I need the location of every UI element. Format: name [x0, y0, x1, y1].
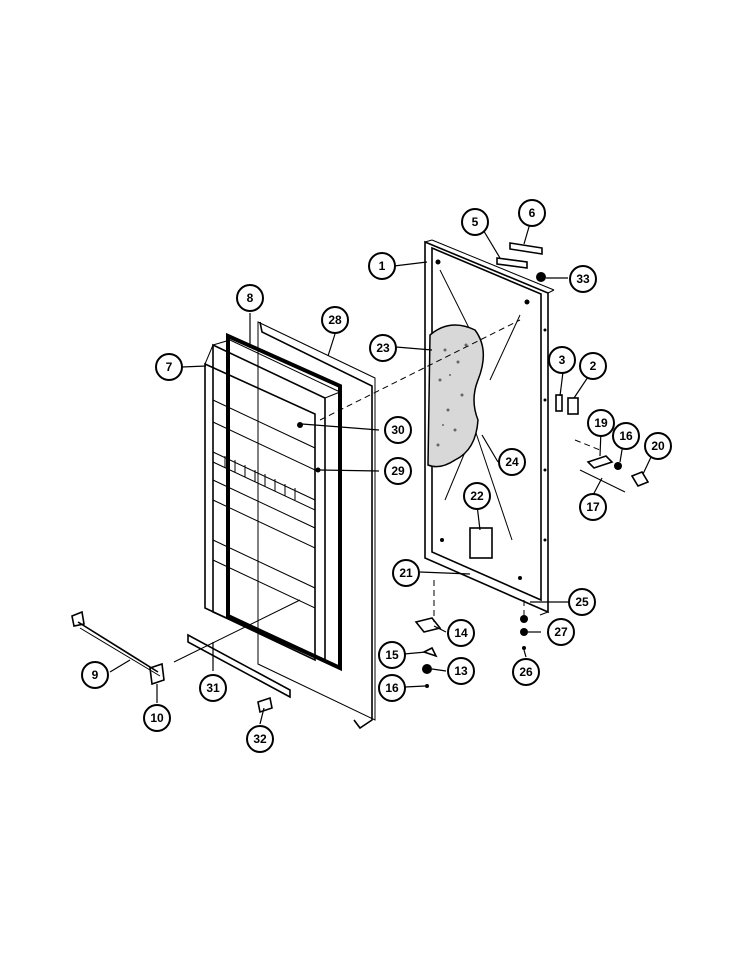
svg-text:14: 14 [454, 626, 468, 640]
svg-text:31: 31 [206, 681, 220, 695]
svg-text:24: 24 [505, 455, 519, 469]
alignment-line [319, 319, 521, 421]
part-22 [469, 527, 493, 559]
svg-text:22: 22 [470, 489, 484, 503]
svg-text:16: 16 [385, 681, 399, 695]
svg-text:19: 19 [594, 416, 608, 430]
svg-text:17: 17 [586, 500, 600, 514]
svg-text:16: 16 [619, 429, 633, 443]
svg-text:33: 33 [576, 272, 590, 286]
bottom-hinge-parts [414, 580, 528, 688]
callout-16-hinge: 16 [612, 422, 640, 450]
bottom-trim [173, 599, 301, 714]
callout-19: 19 [587, 409, 615, 437]
svg-text:2: 2 [590, 359, 597, 373]
callout-24: 24 [498, 448, 526, 476]
svg-text:1: 1 [379, 259, 386, 273]
svg-text:29: 29 [391, 464, 405, 478]
callout-30: 30 [384, 416, 412, 444]
callout-14: 14 [447, 619, 475, 647]
svg-text:20: 20 [651, 439, 665, 453]
svg-text:6: 6 [529, 206, 536, 220]
svg-text:28: 28 [328, 313, 342, 327]
callout-31: 31 [199, 674, 227, 702]
callout-6: 6 [518, 199, 546, 227]
svg-text:26: 26 [519, 665, 533, 679]
callout-20: 20 [644, 432, 672, 460]
svg-text:23: 23 [376, 341, 390, 355]
svg-text:27: 27 [554, 625, 568, 639]
svg-text:25: 25 [575, 595, 589, 609]
insulation-block [427, 324, 484, 468]
callout-22: 22 [463, 482, 491, 510]
callout-2: 2 [579, 352, 607, 380]
callout-8: 8 [236, 284, 264, 312]
callout-26: 26 [512, 658, 540, 686]
callout-3: 3 [548, 346, 576, 374]
svg-text:32: 32 [253, 732, 267, 746]
callout-7: 7 [155, 353, 183, 381]
callout-17: 17 [579, 493, 607, 521]
plug-33 [536, 272, 546, 282]
callout-21: 21 [392, 559, 420, 587]
callout-16-bottom: 16 [378, 674, 406, 702]
part-3 [555, 394, 563, 412]
callout-15: 15 [378, 641, 406, 669]
door-gasket [226, 321, 376, 730]
svg-text:30: 30 [391, 423, 405, 437]
callout-10: 10 [143, 704, 171, 732]
callout-32: 32 [246, 725, 274, 753]
top-trim-pieces [496, 242, 543, 269]
hinge-assembly [579, 455, 650, 493]
callout-5: 5 [461, 208, 489, 236]
lock-bar [71, 610, 165, 686]
callout-33: 33 [569, 265, 597, 293]
callout-29: 29 [384, 457, 412, 485]
callout-9: 9 [81, 661, 109, 689]
svg-text:13: 13 [454, 664, 468, 678]
svg-text:10: 10 [150, 711, 164, 725]
svg-text:3: 3 [559, 353, 566, 367]
callout-25: 25 [568, 588, 596, 616]
callout-27: 27 [547, 618, 575, 646]
svg-text:9: 9 [92, 668, 99, 682]
svg-text:21: 21 [399, 566, 413, 580]
callout-28: 28 [321, 306, 349, 334]
svg-text:8: 8 [247, 291, 254, 305]
callout-23: 23 [369, 334, 397, 362]
part-2 [567, 397, 579, 415]
svg-text:15: 15 [385, 648, 399, 662]
callout-1: 1 [368, 252, 396, 280]
callout-13: 13 [447, 657, 475, 685]
alignment-line [574, 439, 601, 451]
svg-text:7: 7 [166, 360, 173, 374]
svg-text:5: 5 [472, 215, 479, 229]
